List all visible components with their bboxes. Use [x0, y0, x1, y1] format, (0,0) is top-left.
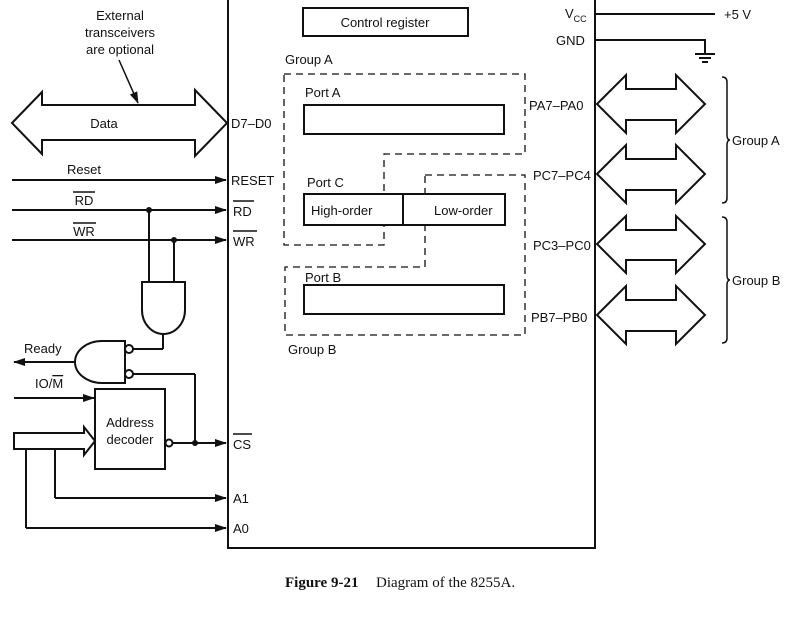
group-b-boundary: [284, 174, 526, 336]
chip-8255a-body: [227, 0, 596, 549]
port-c-high-bus-arrow: [595, 142, 707, 206]
supply-voltage-label: +5 V: [724, 7, 751, 22]
rd-signal-label: RD: [75, 193, 94, 208]
port-b-label: Port B: [305, 270, 341, 285]
port-b-register: [303, 284, 505, 315]
figure-number: Figure 9-21: [285, 575, 358, 591]
reset-signal-label: Reset: [67, 162, 101, 177]
cs-junction: [192, 440, 198, 446]
transceiver-note: External transceivers are optional: [85, 8, 156, 104]
port-c-low-bus-arrow: [595, 213, 707, 276]
vcc-line: +5 V: [595, 7, 751, 22]
chip-left-pins: D7–D0 RESET RD WR CS A1 A0: [231, 116, 274, 536]
note-line-2: transceivers: [85, 25, 156, 40]
io-m-label: IO/M: [35, 376, 63, 391]
ground-icon: [695, 53, 715, 63]
address-bus-arrow: [13, 424, 227, 532]
group-a-brace: Group A: [721, 76, 780, 204]
control-register-label: Control register: [341, 15, 431, 30]
port-c-register: [303, 193, 506, 226]
inverter-bubble-bottom: [124, 369, 134, 379]
note-line-3: are optional: [86, 42, 154, 57]
data-bus-label: Data: [90, 116, 118, 131]
group-a-boundary: [283, 73, 526, 246]
note-pointer-arrow: [118, 59, 139, 104]
pin-pa7-pa0: PA7–PA0: [529, 98, 583, 113]
group-a-external-label: Group A: [732, 133, 780, 148]
io-m-line: IO/M: [14, 376, 95, 402]
note-line-1: External: [96, 8, 144, 23]
and-gate: [133, 281, 186, 350]
chip-right-pins: VCC GND PA7–PA0 PC7–PC4 PC3–PC0 PB7–PB0: [529, 6, 591, 325]
rd-line: RD: [12, 191, 227, 282]
figure-title: Diagram of the 8255A.: [376, 575, 515, 591]
pin-gnd: GND: [556, 33, 585, 48]
group-b-brace: Group B: [721, 216, 780, 344]
data-bus-arrow: Data: [10, 87, 229, 159]
port-arrows: [595, 72, 707, 347]
figure-caption: Figure 9-21 Diagram of the 8255A.: [285, 575, 515, 591]
pin-d7-d0: D7–D0: [231, 116, 271, 131]
group-b-external-label: Group B: [732, 273, 780, 288]
group-a-internal-label: Group A: [285, 52, 333, 67]
pin-a0: A0: [233, 521, 249, 536]
decoder-label-2: decoder: [107, 432, 155, 447]
pin-vcc: VCC: [565, 6, 587, 24]
decoder-output-bubble: [164, 438, 174, 448]
pin-a1: A1: [233, 491, 249, 506]
pin-pc3-pc0: PC3–PC0: [533, 238, 591, 253]
ready-gate: Ready: [13, 340, 196, 443]
address-decoder: Address decoder: [94, 388, 227, 470]
pin-pc7-pc4: PC7–PC4: [533, 168, 591, 183]
port-a: Port A: [303, 85, 505, 135]
pin-cs: CS: [233, 437, 251, 452]
wr-line: WR: [12, 222, 227, 282]
port-c-label: Port C: [307, 175, 344, 190]
port-b: Port B: [303, 270, 505, 315]
ready-label: Ready: [24, 341, 62, 356]
reset-line: Reset: [12, 162, 227, 184]
pin-rd: RD: [233, 204, 252, 219]
pin-pb7-pb0: PB7–PB0: [531, 310, 587, 325]
decoder-label-1: Address: [106, 415, 154, 430]
port-a-label: Port A: [305, 85, 341, 100]
port-c: Port C High-order Low-order: [303, 175, 506, 226]
gnd-line: [595, 39, 715, 63]
group-b-internal-label: Group B: [288, 342, 336, 357]
port-c-high-order: High-order: [311, 203, 373, 218]
port-b-bus-arrow: [595, 283, 707, 347]
port-c-low-order: Low-order: [434, 203, 493, 218]
port-a-bus-arrow: [595, 72, 707, 136]
pin-reset: RESET: [231, 173, 274, 188]
control-register: Control register: [302, 7, 469, 37]
wr-signal-label: WR: [73, 224, 95, 239]
port-a-register: [303, 104, 505, 135]
pin-wr: WR: [233, 234, 255, 249]
inverter-bubble-top: [124, 344, 134, 354]
